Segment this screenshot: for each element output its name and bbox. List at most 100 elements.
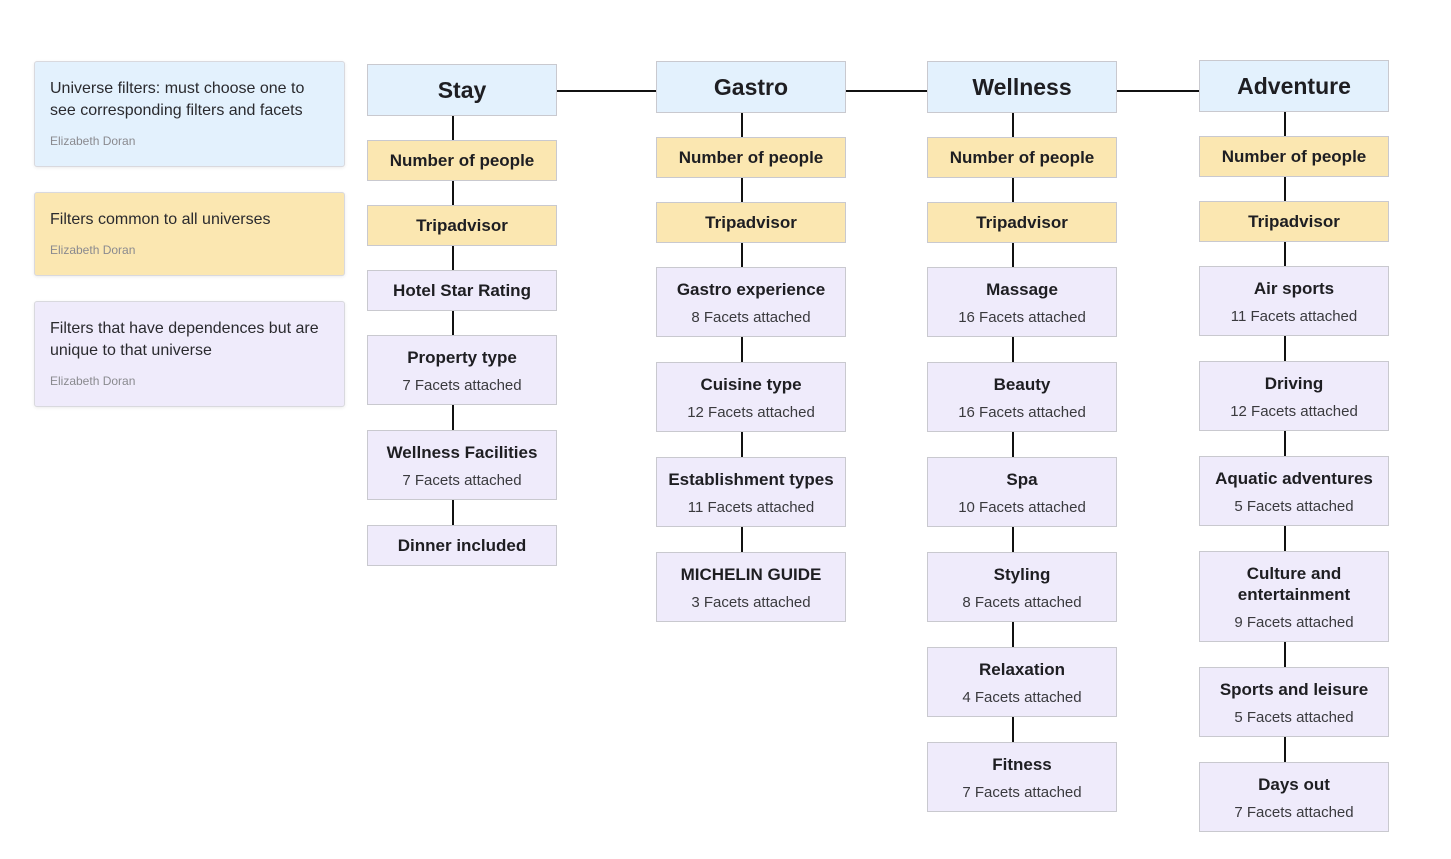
legend-note-unique[interactable]: Filters that have dependences but are un… (34, 301, 345, 407)
connector-line (741, 337, 743, 362)
unique-filter-node[interactable]: Fitness 7 Facets attached (927, 742, 1117, 812)
connector-line (1284, 177, 1286, 201)
filter-title: Styling (993, 564, 1051, 584)
legend-note-author: Elizabeth Doran (50, 134, 136, 148)
facets-count: 16 Facets attached (958, 308, 1086, 326)
filter-title: Fitness (992, 754, 1052, 774)
connector-line (452, 500, 454, 525)
connector-line (741, 113, 743, 137)
common-filter-node[interactable]: Tripadvisor (927, 202, 1117, 243)
connector-line (1012, 243, 1014, 267)
connector-line (1012, 527, 1014, 552)
filter-title: Spa (1006, 469, 1038, 489)
unique-filter-node[interactable]: Hotel Star Rating (367, 270, 557, 311)
connector-line (741, 432, 743, 457)
legend-note-author: Elizabeth Doran (50, 374, 136, 388)
filter-title: Massage (986, 279, 1058, 299)
filter-title: Driving (1264, 373, 1324, 393)
connector-line (452, 181, 454, 205)
connector-line (1284, 526, 1286, 551)
unique-filter-node[interactable]: Styling 8 Facets attached (927, 552, 1117, 622)
facets-count: 8 Facets attached (691, 308, 811, 326)
connector-line (741, 178, 743, 202)
filter-title: Culture and entertainment (1237, 563, 1351, 604)
connector-line (741, 527, 743, 552)
connector-line (1012, 432, 1014, 457)
connector-line (741, 243, 743, 267)
connector-line (1284, 737, 1286, 762)
common-filter-node[interactable]: Number of people (927, 137, 1117, 178)
facets-count: 7 Facets attached (962, 783, 1082, 801)
filter-title: Dinner included (397, 536, 527, 555)
connector-line (1284, 242, 1286, 266)
unique-filter-node[interactable]: Relaxation 4 Facets attached (927, 647, 1117, 717)
common-filter-node[interactable]: Number of people (367, 140, 557, 181)
common-filter-node[interactable]: Number of people (656, 137, 846, 178)
universe-node-adventure[interactable]: Adventure (1199, 60, 1389, 112)
universe-node-gastro[interactable]: Gastro (656, 61, 846, 113)
unique-filter-node[interactable]: Property type 7 Facets attached (367, 335, 557, 405)
unique-filter-node[interactable]: Establishment types 11 Facets attached (656, 457, 846, 527)
unique-filter-node[interactable]: Dinner included (367, 525, 557, 566)
unique-filter-node[interactable]: Aquatic adventures 5 Facets attached (1199, 456, 1389, 526)
connector-line (1284, 112, 1286, 136)
connector-line (1012, 337, 1014, 362)
filter-title: Cuisine type (700, 374, 802, 394)
connector-line (1012, 113, 1014, 137)
legend-note-text: Filters that have dependences but are un… (50, 320, 319, 359)
connector-line (1284, 642, 1286, 667)
universe-node-wellness[interactable]: Wellness (927, 61, 1117, 113)
unique-filter-node[interactable]: Wellness Facilities 7 Facets attached (367, 430, 557, 500)
filter-title: Beauty (993, 374, 1051, 394)
legend-note-common[interactable]: Filters common to all universes Elizabet… (34, 192, 345, 276)
facets-count: 12 Facets attached (1230, 402, 1358, 420)
filter-title: Gastro experience (676, 279, 826, 299)
filter-title: Aquatic adventures (1215, 468, 1373, 488)
common-filter-node[interactable]: Tripadvisor (367, 205, 557, 246)
facets-count: 11 Facets attached (687, 498, 815, 516)
universe-node-stay[interactable]: Stay (367, 64, 557, 116)
facets-count: 10 Facets attached (958, 498, 1086, 516)
connector-line (452, 311, 454, 335)
facets-count: 7 Facets attached (402, 471, 522, 489)
universe-connector-line (557, 90, 656, 92)
facets-count: 4 Facets attached (962, 688, 1082, 706)
filter-title: Air sports (1253, 278, 1335, 298)
filter-title: Relaxation (979, 659, 1065, 679)
facets-count: 7 Facets attached (402, 376, 522, 394)
filter-title: Hotel Star Rating (393, 281, 531, 300)
connector-line (1012, 622, 1014, 647)
facets-count: 3 Facets attached (691, 593, 811, 611)
unique-filter-node[interactable]: Driving 12 Facets attached (1199, 361, 1389, 431)
unique-filter-node[interactable]: Gastro experience 8 Facets attached (656, 267, 846, 337)
universe-connector-line (1117, 90, 1199, 92)
facets-count: 16 Facets attached (958, 403, 1086, 421)
facets-count: 5 Facets attached (1234, 708, 1354, 726)
unique-filter-node[interactable]: Sports and leisure 5 Facets attached (1199, 667, 1389, 737)
unique-filter-node[interactable]: Massage 16 Facets attached (927, 267, 1117, 337)
common-filter-node[interactable]: Tripadvisor (1199, 201, 1389, 242)
facets-count: 8 Facets attached (962, 593, 1082, 611)
connector-line (1012, 717, 1014, 742)
common-filter-node[interactable]: Number of people (1199, 136, 1389, 177)
universe-connector-line (846, 90, 927, 92)
common-filter-node[interactable]: Tripadvisor (656, 202, 846, 243)
unique-filter-node[interactable]: Spa 10 Facets attached (927, 457, 1117, 527)
connector-line (1012, 178, 1014, 202)
connector-line (1284, 336, 1286, 361)
facets-count: 5 Facets attached (1234, 497, 1354, 515)
connector-line (452, 246, 454, 270)
connector-line (452, 116, 454, 140)
filter-title: Establishment types (668, 469, 834, 489)
filter-title: Sports and leisure (1219, 679, 1369, 699)
filter-title: Property type (407, 347, 517, 367)
legend-note-universe[interactable]: Universe filters: must choose one to see… (34, 61, 345, 167)
unique-filter-node[interactable]: Beauty 16 Facets attached (927, 362, 1117, 432)
filter-title: Days out (1258, 774, 1330, 794)
filter-title: Wellness Facilities (386, 442, 538, 462)
